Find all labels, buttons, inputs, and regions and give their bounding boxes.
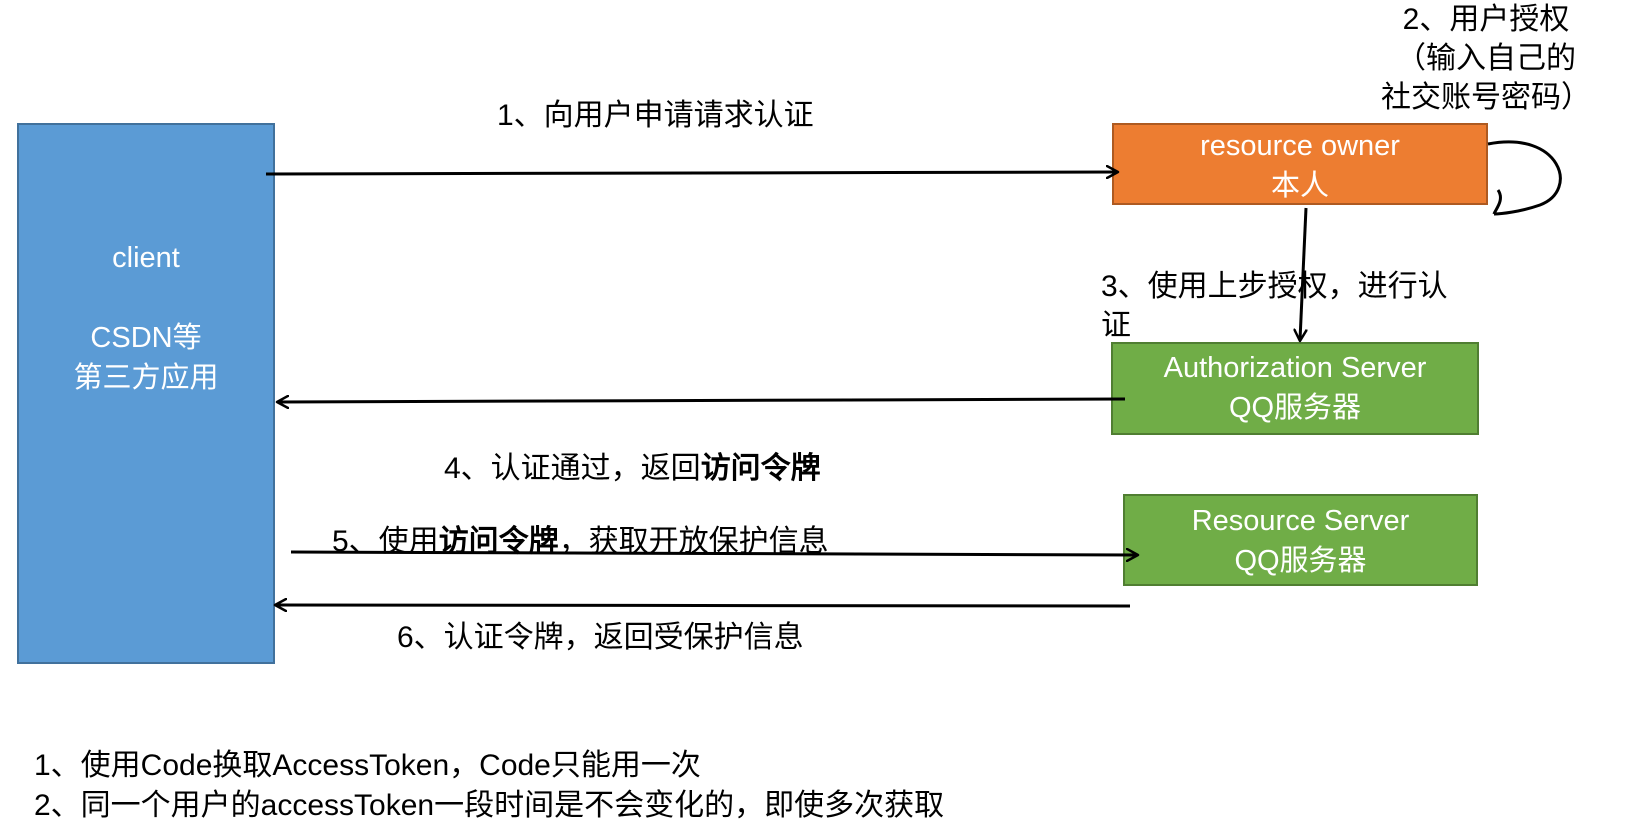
step4-label: 4、认证通过，返回访问令牌 bbox=[444, 449, 821, 489]
arrow-step4 bbox=[278, 399, 1126, 402]
client-node: client CSDN等 第三方应用 bbox=[17, 123, 275, 664]
arrow-step1 bbox=[265, 172, 1117, 174]
step4-bold: 访问令牌 bbox=[700, 452, 821, 485]
arrow-step2-self-loop bbox=[1487, 140, 1562, 216]
authorization-server-label: Authorization Server bbox=[1163, 352, 1427, 384]
note-1: 1、使用Code换取AccessToken，Code只能用一次 bbox=[34, 749, 701, 782]
step3-line1: 3、使用上步授权，进行认 bbox=[1101, 270, 1448, 303]
authorization-server-node: Authorization Server QQ服务器 bbox=[1111, 342, 1479, 435]
notes: 1、使用Code换取AccessToken，Code只能用一次 2、同一个用户的… bbox=[34, 746, 944, 826]
client-example-label: CSDN等 bbox=[90, 322, 202, 354]
step6-label: 6、认证令牌，返回受保护信息 bbox=[397, 621, 804, 654]
resource-server-label: Resource Server bbox=[1191, 505, 1410, 537]
step2-label: 2、用户授权 （输入自己的 社交账号密码） bbox=[1381, 0, 1591, 117]
step5-suffix: ，获取开放保护信息 bbox=[558, 525, 829, 558]
step5-prefix: 5、使用 bbox=[332, 525, 439, 558]
resource-server-cn-label: QQ服务器 bbox=[1234, 545, 1367, 577]
step3-label: 3、使用上步授权，进行认 证 bbox=[1101, 267, 1448, 345]
arrow-step5 bbox=[290, 552, 1137, 555]
step5-label: 5、使用访问令牌，获取开放保护信息 bbox=[332, 522, 829, 562]
resource-owner-cn-label: 本人 bbox=[1270, 170, 1329, 202]
step2-line3: 社交账号密码） bbox=[1381, 81, 1591, 114]
client-label: client bbox=[112, 242, 180, 274]
resource-owner-node: resource owner 本人 bbox=[1112, 123, 1488, 205]
step2-line1: 2、用户授权 bbox=[1402, 3, 1570, 36]
arrow-step3 bbox=[1300, 207, 1308, 340]
authorization-server-cn-label: QQ服务器 bbox=[1228, 392, 1362, 424]
arrow-step6 bbox=[276, 605, 1131, 606]
step2-line2: （输入自己的 bbox=[1396, 42, 1576, 75]
step1-label: 1、向用户申请请求认证 bbox=[497, 99, 814, 132]
step5-bold: 访问令牌 bbox=[438, 525, 559, 558]
client-type-label: 第三方应用 bbox=[73, 362, 219, 394]
note-2: 2、同一个用户的accessToken一段时间是不会变化的，即使多次获取 bbox=[34, 789, 945, 822]
resource-owner-label: resource owner bbox=[1200, 130, 1400, 162]
step3-line2: 证 bbox=[1101, 309, 1131, 342]
step4-prefix: 4、认证通过，返回 bbox=[444, 452, 701, 485]
resource-server-node: Resource Server QQ服务器 bbox=[1123, 494, 1478, 586]
